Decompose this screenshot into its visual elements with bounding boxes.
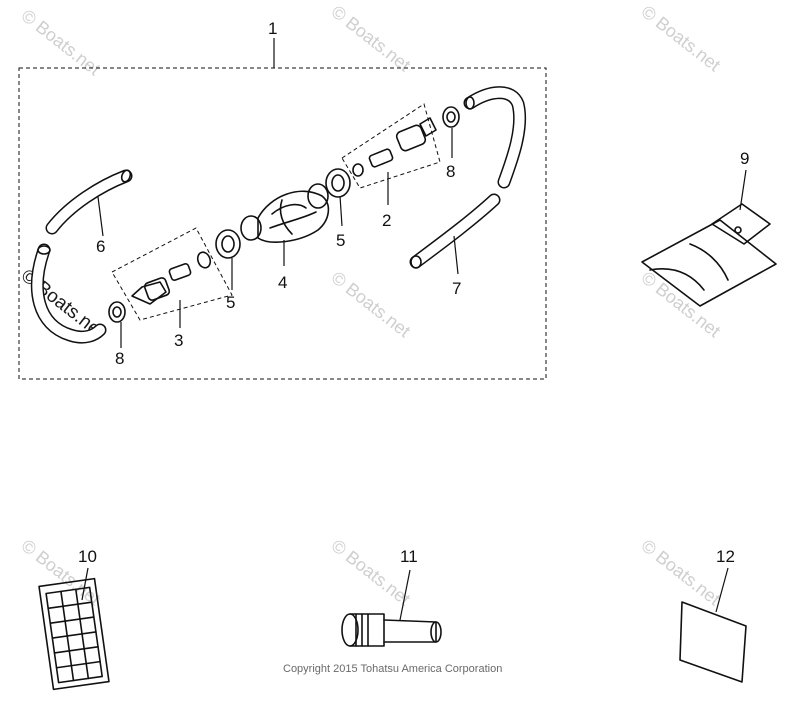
kit-boundary bbox=[18, 67, 547, 380]
primer-bulb-4 bbox=[240, 183, 330, 243]
watermark: © Boats.net bbox=[638, 1, 725, 75]
grid-sheet-10 bbox=[38, 577, 110, 691]
callout-11: 11 bbox=[400, 547, 418, 566]
leader-line bbox=[715, 567, 729, 613]
hose-6 bbox=[45, 169, 133, 235]
copyright-text: Copyright 2015 Tohatsu America Corporati… bbox=[283, 663, 502, 675]
callout-2: 2 bbox=[382, 211, 391, 230]
leader-line bbox=[81, 567, 89, 601]
fitting-2 bbox=[352, 117, 437, 177]
hose-7 bbox=[409, 193, 501, 269]
callout-1: 1 bbox=[268, 19, 277, 38]
leader-line bbox=[339, 195, 343, 227]
callout-8-right: 8 bbox=[446, 162, 455, 181]
callout-7: 7 bbox=[452, 279, 461, 298]
callout-10: 10 bbox=[78, 547, 97, 566]
pouch-9 bbox=[641, 203, 777, 307]
watermark: © Boats.net bbox=[638, 267, 725, 341]
fitting-3 bbox=[131, 251, 212, 305]
collar-5-left bbox=[215, 229, 241, 259]
callout-3: 3 bbox=[174, 331, 183, 350]
callout-9: 9 bbox=[740, 149, 749, 168]
leader-line bbox=[97, 196, 104, 237]
adapter-11 bbox=[341, 613, 442, 647]
leader-line bbox=[399, 569, 411, 621]
nut-8-right bbox=[442, 106, 460, 128]
hose-curved-right bbox=[463, 86, 527, 189]
subgroup-2-boundary bbox=[341, 103, 441, 189]
callout-5-right: 5 bbox=[336, 231, 345, 250]
callout-4: 4 bbox=[278, 273, 287, 292]
leader-line bbox=[453, 235, 459, 275]
collar-5-right bbox=[325, 168, 351, 198]
subgroup-3-boundary bbox=[111, 227, 233, 321]
callout-5-left: 5 bbox=[226, 293, 235, 312]
callout-6: 6 bbox=[96, 237, 105, 256]
watermark: © Boats.net bbox=[638, 535, 725, 609]
nut-8-left bbox=[108, 301, 126, 323]
callout-12: 12 bbox=[716, 547, 735, 566]
hose-curved-left bbox=[30, 243, 107, 344]
leader-line bbox=[739, 169, 747, 211]
card-12 bbox=[679, 601, 747, 683]
watermark: © Boats.net bbox=[328, 267, 415, 341]
watermark: © Boats.net bbox=[328, 1, 415, 75]
callout-8-left: 8 bbox=[115, 349, 124, 368]
